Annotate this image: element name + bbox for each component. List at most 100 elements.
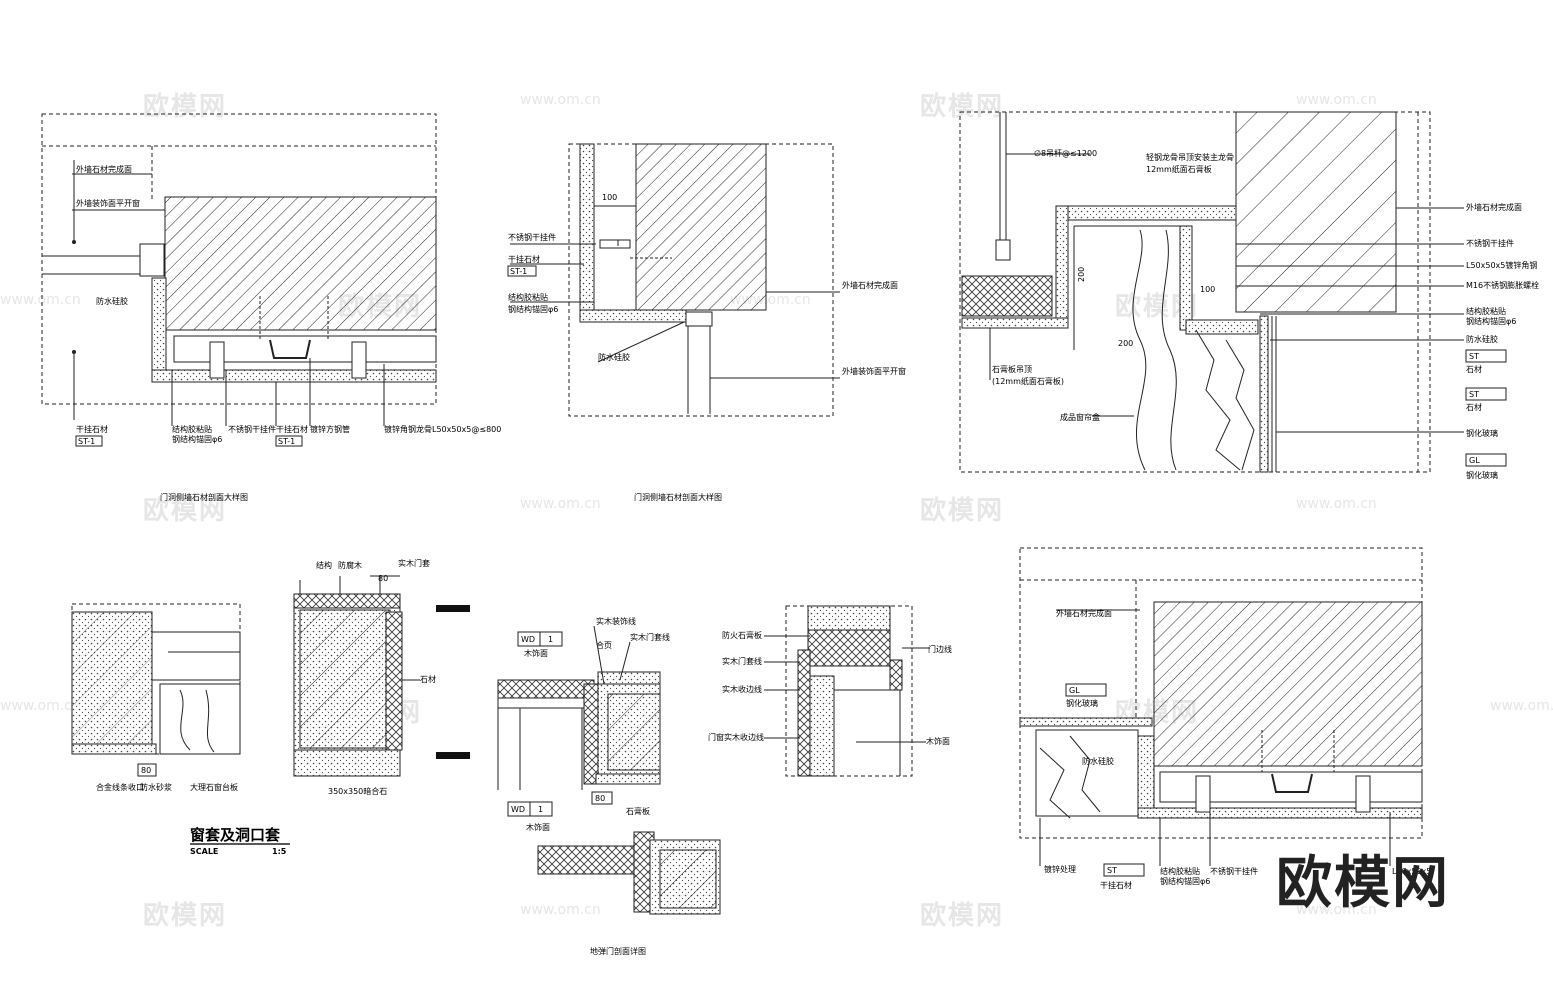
svg-text:1: 1 [548, 635, 553, 644]
tag-label: ST [1469, 390, 1479, 399]
label: 石膏板 [626, 806, 650, 816]
panel-title: 地弹门剖面详图 [590, 946, 646, 956]
scale-value: 1:5 [272, 847, 287, 856]
dim-label: 80 [141, 766, 151, 775]
label: 外墙装饰面平开窗 [842, 366, 906, 376]
dim-label: 80 [378, 574, 388, 583]
label: 结构 [316, 560, 332, 570]
label: 不锈钢干挂件 [1466, 238, 1514, 248]
panel-ceiling-curtain-section: ∅8吊杆@≤1200 轻钢龙骨吊顶安装主龙骨 12mm纸面石膏板 外墙石材完成面… [959, 111, 1539, 480]
label: L50x50x5镀锌角钢 [1466, 260, 1537, 270]
panel-window-wall-section: 外墙石材完成面 GL 钢化玻璃 防水硅胶 镀锌处理 ST 干挂石材 结构胶粘贴 … [1019, 547, 1431, 890]
label: 结构胶粘贴 [508, 292, 548, 302]
label: 石膏板吊顶 [992, 364, 1032, 374]
panel-title: 门洞侧墙石材剖面大样图 [160, 492, 248, 502]
tag-label: ST-1 [78, 437, 95, 446]
label: 镀锌角钢龙骨L50x50x5@≤800 [384, 424, 501, 434]
tag-label: GL [1469, 456, 1480, 465]
tag-label: GL [1069, 686, 1080, 695]
label: 钢化玻璃 [1066, 698, 1098, 708]
label: 钢结构锚固φ6 [1160, 876, 1210, 886]
label: 外墙石材完成面 [1466, 202, 1522, 212]
label: 镀锌方钢管 [310, 424, 350, 434]
watermark-logo: 欧模网 [920, 92, 1005, 122]
label: 门窗实木收边线 [708, 732, 764, 742]
tag-label: ST-1 [278, 437, 295, 446]
label: 门边线 [928, 644, 952, 654]
tag-label: ST [1469, 352, 1479, 361]
label: L50x50x5 [1392, 867, 1431, 876]
label: 合页 [596, 640, 612, 650]
panel-door-frame-section: 防火石膏板 实木门套线 实木收边线 门窗实木收边线 门边线 木饰面 [708, 605, 952, 777]
label: 石材 [1466, 402, 1482, 412]
svg-text:1: 1 [538, 805, 543, 814]
label: 木饰面 [526, 822, 550, 832]
label: 合金线条收口 [96, 782, 144, 792]
panel-door-side-section-1: 外墙石材完成面 外墙装饰面平开窗 防水硅胶 ST-1 干挂石材 结构胶粘贴 钢结… [41, 113, 501, 502]
scale-label: SCALE [190, 847, 218, 856]
label: 石材 [1466, 364, 1482, 374]
label: 实木装饰线 [596, 616, 636, 626]
label: 外墙石材完成面 [1056, 608, 1112, 618]
label: 干挂石材 [76, 424, 108, 434]
label: 防水硅胶 [598, 352, 630, 362]
label: 钢结构锚固φ6 [508, 304, 558, 314]
watermark-logo: 欧模网 [143, 92, 228, 122]
tag-label: ST-1 [510, 267, 527, 276]
label: M16不锈钢膨胀螺栓 [1466, 280, 1539, 290]
label: 大理石窗台板 [190, 782, 238, 792]
watermark-url: www.om.cn [1490, 698, 1553, 714]
tag-label: ST [1107, 866, 1117, 875]
label: 外墙石材完成面 [842, 280, 898, 290]
watermark-url: www.om.cn [1296, 92, 1377, 108]
masonry-wall [164, 196, 437, 331]
label: 外墙石材完成面 [76, 164, 132, 174]
label: ∅8吊杆@≤1200 [1034, 148, 1097, 158]
tag [75, 435, 103, 447]
panel-spring-door-section: WD 1 木饰面 WD 1 木饰面 实木装饰线 合页 实木门套线 80 石膏板 … [497, 616, 721, 956]
label: 干挂石材 [508, 254, 540, 264]
dim-label: 100 [1200, 285, 1215, 294]
label: 结构胶粘贴 [1466, 306, 1506, 316]
label: 干挂石材 [1100, 880, 1132, 890]
label: 钢化玻璃 [1466, 428, 1498, 438]
label: 实木收边线 [722, 684, 762, 694]
tag-label: WD [511, 805, 525, 814]
label: 镀锌处理 [1044, 864, 1076, 874]
panel-window-casing-section: 80 合金线条收口 防水砂浆 大理石窗台板 结构 防腐木 实木门套 80 石材 … [71, 558, 470, 856]
watermark-logo: 欧模网 [143, 496, 228, 526]
label: 木饰面 [926, 736, 950, 746]
label: 350x350暗合石 [328, 786, 387, 796]
label: 轻钢龙骨吊顶安装主龙骨 [1146, 152, 1234, 162]
watermark-logo: 欧模网 [920, 901, 1005, 931]
label: 结构胶粘贴 [1160, 866, 1200, 876]
watermark-url: www.om.cn [1296, 496, 1377, 512]
label: 不锈钢干挂件 [228, 424, 276, 434]
label: 钢化玻璃 [1466, 470, 1498, 480]
label: 钢结构锚固φ6 [1466, 316, 1516, 326]
watermark-url: www.om.cn [1296, 902, 1377, 918]
label: 不锈钢干挂件 [508, 232, 556, 242]
label: 防水砂浆 [140, 782, 172, 792]
label: 成品窗帘盒 [1060, 412, 1100, 422]
brand-watermark: 欧模网 [1276, 851, 1450, 916]
label: 干挂石材 [276, 424, 308, 434]
label: 防水硅胶 [96, 296, 128, 306]
dim-label: 100 [602, 193, 617, 202]
label: (12mm纸面石膏板) [992, 376, 1064, 386]
label: 防水硅胶 [1466, 334, 1498, 344]
tag-label: WD [521, 635, 535, 644]
label: 实木门套线 [722, 656, 762, 666]
watermark-url: www.om.cn [0, 698, 81, 714]
label: 木饰面 [524, 648, 548, 658]
label: 防火石膏板 [722, 630, 762, 640]
label: 12mm纸面石膏板 [1146, 164, 1212, 174]
dim-label: 200 [1118, 339, 1133, 348]
label: 防腐木 [338, 560, 362, 570]
label: 石材 [420, 674, 436, 684]
watermark-logo: 欧模网 [143, 901, 228, 931]
panel-door-side-section-2: 100 不锈钢干挂件 干挂石材 ST-1 结构胶粘贴 钢结构锚固φ6 外墙石材完… [507, 143, 906, 502]
panel-title: 门洞侧墙石材剖面大样图 [634, 492, 722, 502]
watermark-logo: 欧模网 [920, 496, 1005, 526]
label: 防水硅胶 [1082, 756, 1114, 766]
